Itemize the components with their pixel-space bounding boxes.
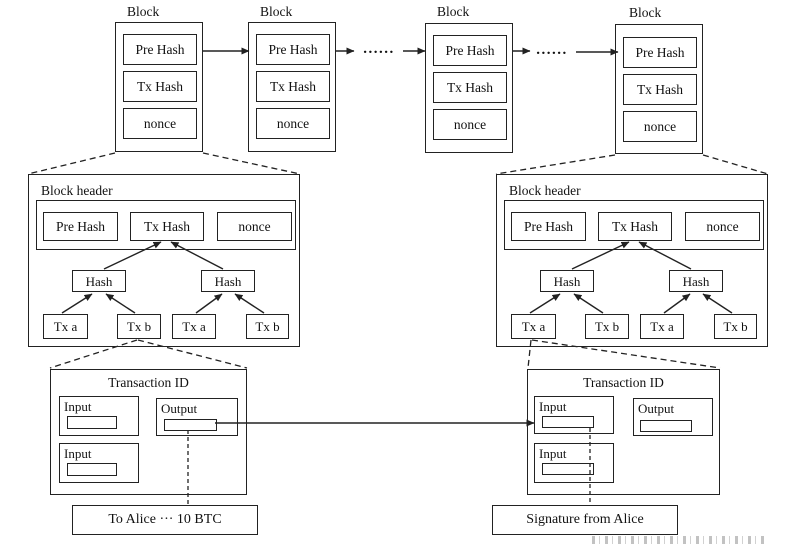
output-slot xyxy=(164,419,217,431)
block-box: Pre Hash Tx Hash nonce xyxy=(248,22,336,152)
output-label: Output xyxy=(161,401,198,416)
block-title: Block xyxy=(260,4,293,19)
input-label: Input xyxy=(64,399,92,414)
leaf-tx-b: Tx b xyxy=(246,314,289,339)
output-slot xyxy=(640,420,692,432)
header-field-nonce: nonce xyxy=(685,212,760,241)
leaf-tx-b: Tx b xyxy=(117,314,161,339)
block-title: Block xyxy=(437,4,470,19)
block-title: Block xyxy=(629,5,662,20)
output-box: Output xyxy=(633,398,713,436)
block-field-pre-hash: Pre Hash xyxy=(123,34,197,65)
block-header-title: Block header xyxy=(509,183,581,198)
header-field-nonce: nonce xyxy=(217,212,292,241)
block-field-tx-hash: Tx Hash xyxy=(123,71,197,102)
input-box: Input xyxy=(59,443,139,483)
leaf-tx-b: Tx b xyxy=(585,314,629,339)
block-field-nonce: nonce xyxy=(256,108,330,139)
hash-node: Hash xyxy=(540,270,594,292)
block-field-tx-hash: Tx Hash xyxy=(623,74,697,105)
block-box: Pre Hash Tx Hash nonce xyxy=(115,22,203,152)
block-title: Block xyxy=(127,4,160,19)
chain-ellipsis: ...... xyxy=(363,41,395,57)
input-slot xyxy=(542,416,594,428)
block-field-pre-hash: Pre Hash xyxy=(623,37,697,68)
leaf-tx-b: Tx b xyxy=(714,314,757,339)
input-slot xyxy=(542,463,594,475)
block-field-nonce: nonce xyxy=(623,111,697,142)
output-box: Output xyxy=(156,398,238,436)
block-box: Pre Hash Tx Hash nonce xyxy=(615,24,703,154)
transaction-box: Transaction ID Input Output Input xyxy=(50,369,247,495)
block-box: Pre Hash Tx Hash nonce xyxy=(425,23,513,153)
hash-node: Hash xyxy=(201,270,255,292)
leaf-tx-a: Tx a xyxy=(640,314,684,339)
header-fields-container: Pre Hash Tx Hash nonce xyxy=(504,200,764,250)
block-field-pre-hash: Pre Hash xyxy=(433,35,507,66)
transaction-title: Transaction ID xyxy=(583,375,664,390)
chain-ellipsis: ...... xyxy=(536,42,568,58)
input-slot xyxy=(67,463,117,476)
leaf-tx-a: Tx a xyxy=(43,314,88,339)
block-field-pre-hash: Pre Hash xyxy=(256,34,330,65)
block-header-title: Block header xyxy=(41,183,113,198)
to-alice-note: To Alice ··· 10 BTC xyxy=(72,505,258,535)
block-field-tx-hash: Tx Hash xyxy=(433,72,507,103)
transaction-box: Transaction ID Input Output Input xyxy=(527,369,720,495)
header-field-pre-hash: Pre Hash xyxy=(43,212,118,241)
header-field-tx-hash: Tx Hash xyxy=(598,212,672,241)
input-label: Input xyxy=(539,399,567,414)
header-fields-container: Pre Hash Tx Hash nonce xyxy=(36,200,296,250)
input-box: Input xyxy=(59,396,139,436)
block-header-box: Block header Pre Hash Tx Hash nonce Hash… xyxy=(28,174,300,347)
input-label: Input xyxy=(64,446,92,461)
signature-note: Signature from Alice xyxy=(492,505,678,535)
header-field-tx-hash: Tx Hash xyxy=(130,212,204,241)
input-box: Input xyxy=(534,396,614,434)
block-header-box: Block header Pre Hash Tx Hash nonce Hash… xyxy=(496,174,768,347)
input-slot xyxy=(67,416,117,429)
block-field-tx-hash: Tx Hash xyxy=(256,71,330,102)
input-label: Input xyxy=(539,446,567,461)
leaf-tx-a: Tx a xyxy=(511,314,556,339)
leaf-tx-a: Tx a xyxy=(172,314,216,339)
input-box: Input xyxy=(534,443,614,483)
block-field-nonce: nonce xyxy=(123,108,197,139)
block-field-nonce: nonce xyxy=(433,109,507,140)
cropped-text-artifact xyxy=(592,536,764,544)
hash-node: Hash xyxy=(72,270,126,292)
transaction-title: Transaction ID xyxy=(108,375,189,390)
output-label: Output xyxy=(638,401,675,416)
hash-node: Hash xyxy=(669,270,723,292)
header-field-pre-hash: Pre Hash xyxy=(511,212,586,241)
